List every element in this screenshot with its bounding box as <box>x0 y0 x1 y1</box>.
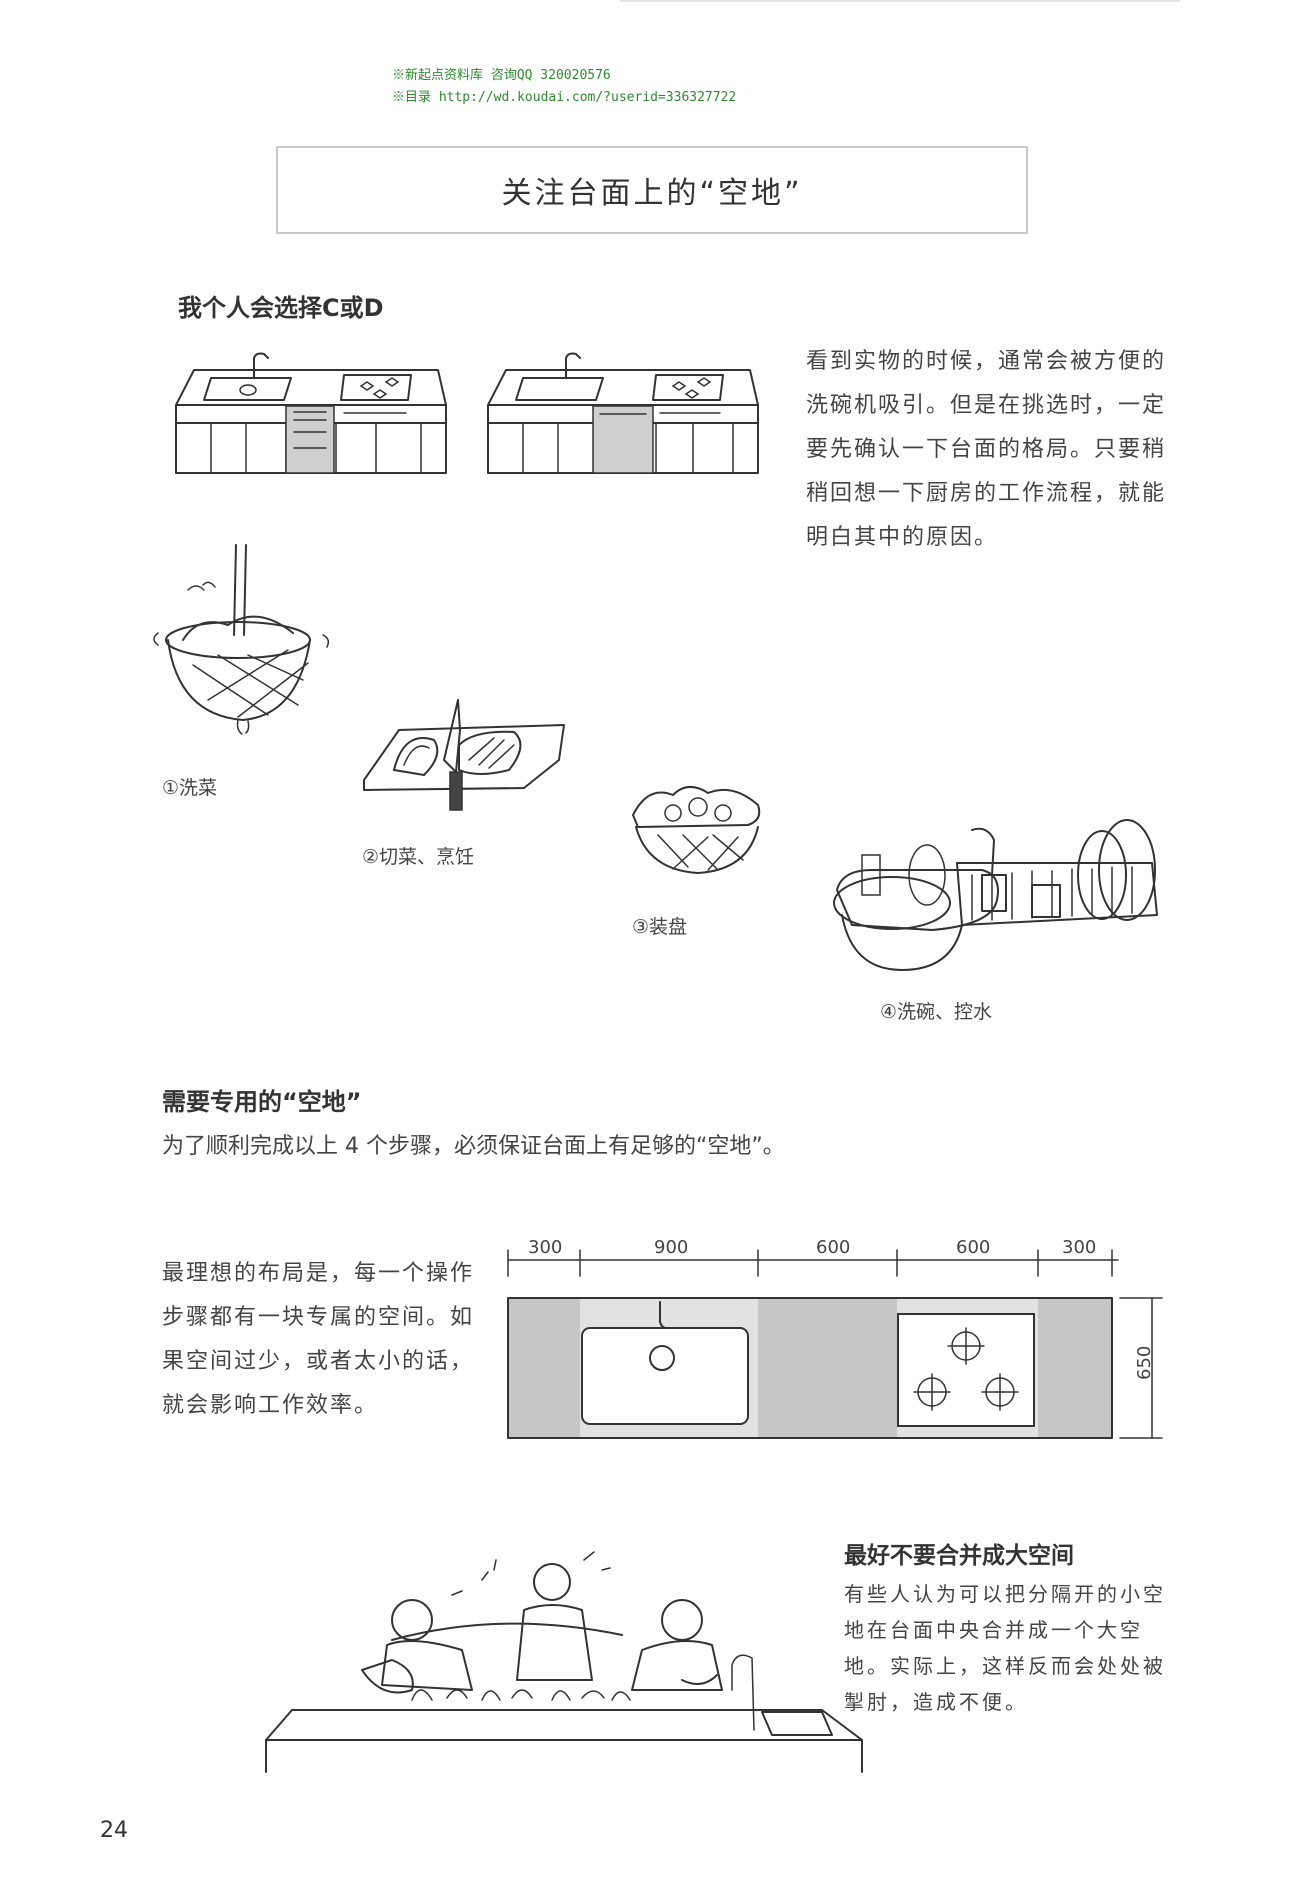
step-3-label: ③装盘 <box>632 916 688 938</box>
section2-paragraph: 最理想的布局是，每一个操作步骤都有一块专属的空间。如果空间过少，或者太小的话，就… <box>162 1261 475 1418</box>
dim-width-4: 600 <box>956 1237 991 1258</box>
step-1-label: ①洗菜 <box>162 777 218 799</box>
dim-width-3: 600 <box>816 1237 851 1258</box>
title-box: 关注台面上的“空地” <box>276 146 1028 234</box>
kitchen-counter-c-illustration <box>175 352 447 474</box>
dish-rack-illustration <box>833 819 1158 971</box>
section2-subtitle: 为了顺利完成以上 4 个步骤，必须保证台面上有足够的“空地”。 <box>162 1134 785 1159</box>
step-2-label: ②切菜、烹饪 <box>362 846 475 868</box>
crowded-counter-illustration <box>265 1551 863 1773</box>
section1-heading: 我个人会选择C或D <box>178 294 384 322</box>
page-title: 关注台面上的“空地” <box>501 176 803 211</box>
dim-depth: 650 <box>1134 1345 1155 1380</box>
dim-width-2: 900 <box>654 1237 689 1258</box>
section2-heading: 需要专用的“空地” <box>162 1088 362 1116</box>
header-line-1: ※新起点资料库 咨询QQ 320020576 <box>392 68 611 83</box>
section1-paragraph: 看到实物的时候，通常会被方便的洗碗机吸引。但是在挑选时，一定要先确认一下台面的格… <box>806 349 1167 550</box>
serving-plate-illustration <box>632 786 761 874</box>
header-line-2: ※目录 http://wd.koudai.com/?userid=3363277… <box>392 90 737 105</box>
cutting-board-illustration <box>363 699 565 811</box>
kitchen-counter-d-illustration <box>487 352 759 474</box>
dim-width-5: 300 <box>1062 1237 1097 1258</box>
dim-width-1: 300 <box>528 1237 563 1258</box>
section3-heading: 最好不要合并成大空间 <box>844 1543 1074 1569</box>
top-rule <box>620 0 1180 2</box>
step-4-label: ④洗碗、控水 <box>880 1001 993 1023</box>
washing-vegetables-illustration <box>153 544 330 735</box>
section3-paragraph: 有些人认为可以把分隔开的小空地在台面中央合并成一个大空地。实际上，这样反而会处处… <box>844 1582 1166 1714</box>
counter-layout-diagram <box>507 1249 1163 1439</box>
page-number: 24 <box>100 1818 128 1843</box>
